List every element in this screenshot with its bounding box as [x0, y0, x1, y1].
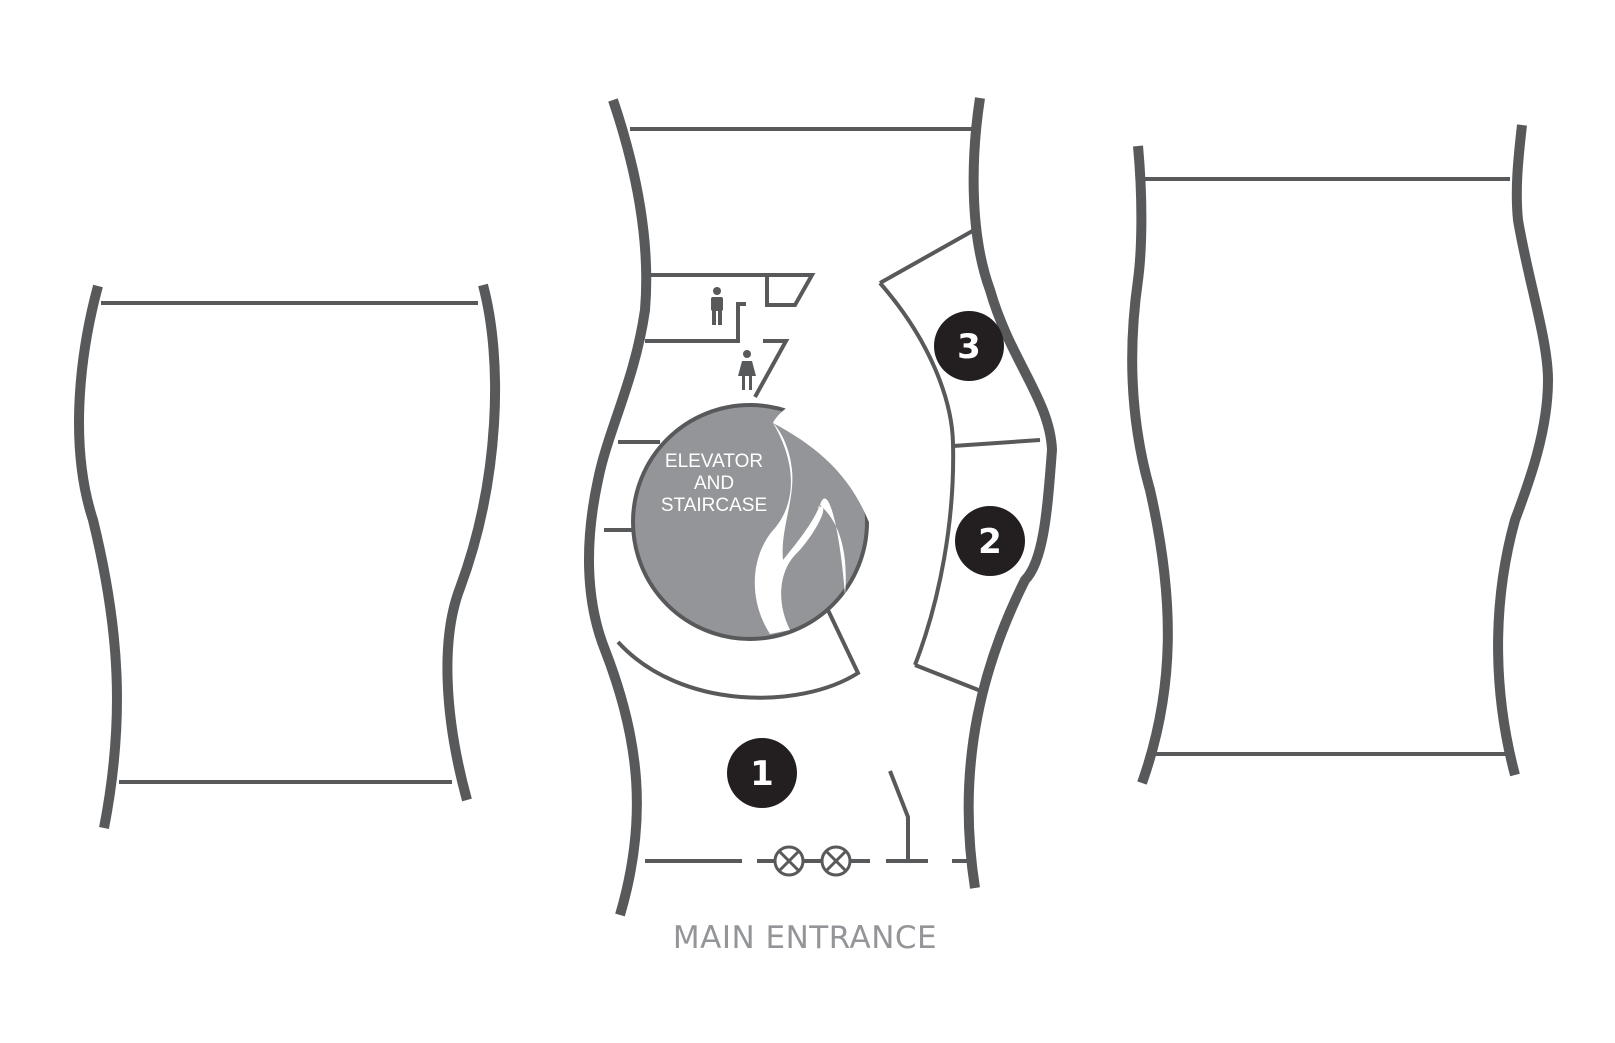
east-rooms-inner-wall — [878, 281, 956, 666]
revolving-door-icon — [773, 845, 805, 877]
right-building-west-wall — [1127, 145, 1173, 785]
center-building-east-wall — [963, 97, 1057, 889]
center-building-west-wall — [584, 98, 652, 917]
main-entrance-label: MAIN ENTRANCE — [673, 920, 937, 956]
room-badge-3: 3 — [934, 311, 1004, 381]
entrance-door-swing — [888, 770, 910, 861]
core-label-line-1: ELEVATOR — [665, 451, 763, 472]
core-circle — [631, 403, 869, 641]
room-2-3-divider-wall — [952, 438, 1041, 448]
woman-restroom-icon — [738, 350, 756, 390]
room-2-south-wall — [914, 663, 987, 695]
left-building — [74, 283, 501, 829]
curved-wing-wall — [616, 607, 861, 700]
restroom-upper-wall — [651, 273, 816, 307]
staircase-curve-lower — [754, 423, 846, 634]
room-badge-2: 2 — [955, 506, 1025, 576]
svg-text:3: 3 — [957, 327, 981, 367]
elevator-staircase-core: ELEVATOR AND STAIRCASE — [631, 403, 875, 641]
core-label-line-3: STAIRCASE — [661, 495, 767, 516]
svg-text:2: 2 — [978, 522, 1002, 562]
right-building-east-wall — [1493, 124, 1553, 777]
man-restroom-icon — [711, 287, 723, 325]
left-building-west-wall — [74, 284, 122, 829]
center-building — [584, 97, 1057, 917]
core-label-line-2: AND — [694, 473, 734, 494]
room-3-north-wall — [879, 227, 977, 285]
restroom-divider-wall — [645, 302, 746, 343]
room-badge-1: 1 — [727, 738, 797, 808]
right-building — [1127, 124, 1553, 785]
revolving-door-icon — [820, 845, 852, 877]
left-building-east-wall — [442, 283, 501, 802]
svg-text:1: 1 — [750, 754, 774, 794]
staircase-curve-upper — [773, 405, 875, 533]
restroom-lower-wall — [753, 339, 790, 398]
